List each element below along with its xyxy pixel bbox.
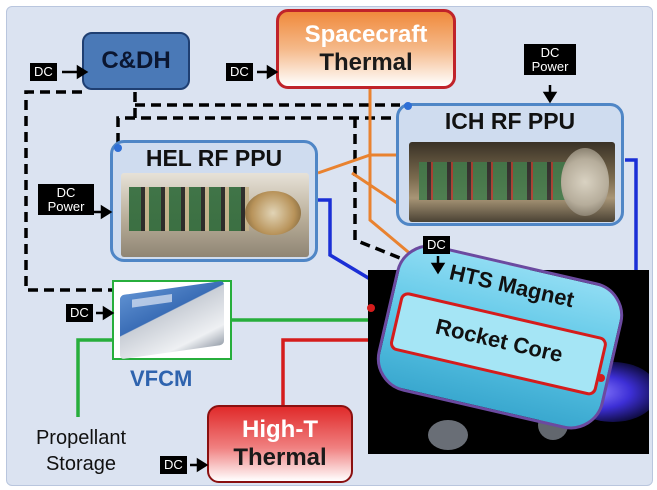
dc-tag-thermal: DC [226, 63, 253, 81]
propellant-lines [76, 318, 380, 417]
dot-core-right [597, 374, 605, 382]
hight-lines [281, 338, 378, 405]
dc-tag-cdh: DC [30, 63, 57, 81]
dc-tag-magnet: DC [423, 236, 450, 254]
dc-power-ich-line2: Power [531, 58, 569, 74]
vfcm-block[interactable] [112, 280, 232, 360]
ich-rf-ppu-label: ICH RF PPU [444, 108, 576, 134]
cdh-label: C&DH [101, 47, 171, 74]
hel-to-core-line [318, 198, 406, 302]
propellant-line2: Storage [45, 453, 117, 475]
high-t-line1: High-T [242, 416, 318, 444]
dot-hel [114, 144, 122, 152]
dot-core-left [367, 304, 375, 312]
dc-tag-vfcm: DC [66, 304, 93, 322]
cdh-to-hel-line [116, 116, 135, 148]
rf-ppu-photo-icon [121, 173, 309, 257]
propellant-storage-label: Propellant Storage [22, 425, 140, 477]
hel-rf-ppu-block[interactable]: HEL RF PPU [110, 140, 318, 262]
dc-power-ich-line1: DC [540, 45, 560, 60]
spacecraft-thermal-block[interactable]: Spacecraft Thermal [276, 9, 456, 89]
hight-to-core-line [281, 338, 378, 405]
dc-power-hel-line2: Power [47, 198, 85, 214]
dot-ich [404, 102, 412, 110]
spacecraft-thermal-line1: Spacecraft [304, 21, 428, 49]
cdh-block[interactable]: C&DH [82, 32, 190, 90]
high-t-line2: Thermal [233, 444, 327, 471]
spacecraft-thermal-line2: Thermal [319, 49, 413, 76]
hel-rf-ppu-label: HEL RF PPU [145, 145, 283, 171]
dc-power-tag-hel: DC Power [38, 184, 94, 216]
vfcm-label: VFCM [130, 366, 193, 391]
dc-power-hel-line1: DC [56, 185, 76, 200]
propellant-to-vfcm-line [76, 338, 112, 417]
dc-tag-hight: DC [160, 456, 187, 474]
rf-ppu-photo-icon [409, 142, 615, 222]
thermal-split-line [351, 171, 401, 207]
high-t-thermal-block[interactable]: High-T Thermal [207, 405, 353, 483]
dc-power-tag-ich: DC Power [524, 44, 576, 76]
propellant-line1: Propellant [35, 427, 127, 449]
ich-rf-ppu-block[interactable]: ICH RF PPU [396, 103, 624, 226]
